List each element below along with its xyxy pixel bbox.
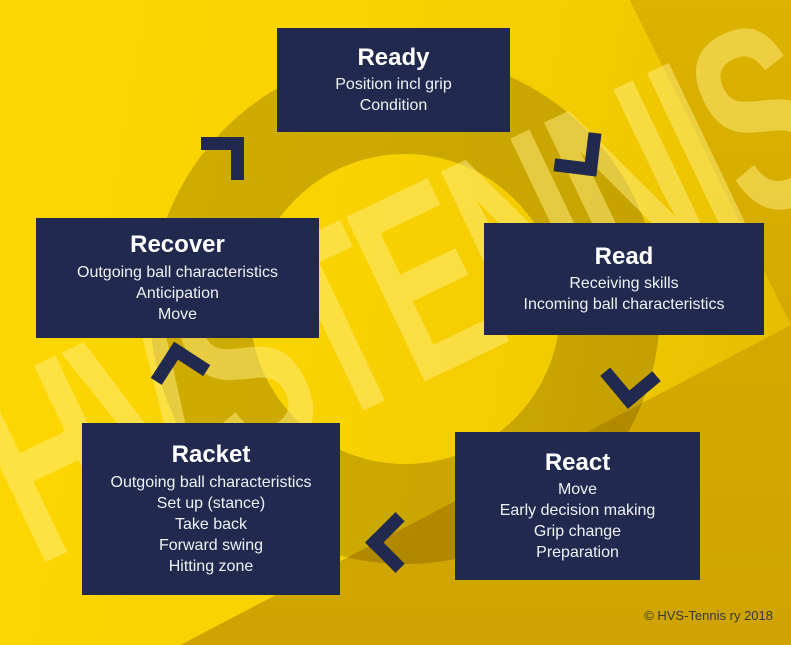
stage-box-ready: Ready Position incl grip Condition bbox=[277, 28, 510, 132]
stage-title-racket: Racket bbox=[171, 441, 251, 469]
stage-line: Early decision making bbox=[499, 502, 656, 520]
stage-line: Take back bbox=[174, 515, 248, 533]
stage-box-read: Read Receiving skills Incoming ball char… bbox=[484, 223, 764, 335]
stage-line: Hitting zone bbox=[168, 557, 254, 575]
stage-line: Receiving skills bbox=[569, 275, 679, 293]
stage-title-recover: Recover bbox=[130, 231, 225, 259]
stage-box-recover: Recover Outgoing ball characteristics An… bbox=[36, 218, 319, 338]
copyright-text: © HVS-Tennis ry 2018 bbox=[644, 608, 773, 623]
stage-line: Set up (stance) bbox=[156, 494, 266, 512]
stage-line: Outgoing ball characteristics bbox=[77, 263, 278, 281]
stage-line: Grip change bbox=[533, 523, 622, 541]
stage-line: Anticipation bbox=[136, 284, 219, 302]
stage-line: Move bbox=[157, 305, 198, 323]
stage-line: Move bbox=[557, 481, 598, 499]
stage-title-react: React bbox=[544, 448, 611, 476]
arrow-ready-to-read-icon bbox=[553, 128, 602, 177]
stage-line: Condition bbox=[359, 97, 428, 115]
stage-box-react: React Move Early decision making Grip ch… bbox=[455, 432, 700, 580]
arrow-recover-to-ready-icon bbox=[201, 137, 244, 180]
stage-box-racket: Racket Outgoing ball characteristics Set… bbox=[82, 423, 340, 595]
stage-line: Forward swing bbox=[158, 536, 264, 554]
stage-title-ready: Ready bbox=[357, 43, 430, 71]
stage-title-read: Read bbox=[594, 242, 654, 270]
stage-line: Preparation bbox=[536, 544, 619, 562]
stage-line: Position incl grip bbox=[335, 76, 452, 94]
stage-line: Incoming ball characteristics bbox=[523, 296, 725, 314]
stage-line: Outgoing ball characteristics bbox=[110, 473, 312, 491]
